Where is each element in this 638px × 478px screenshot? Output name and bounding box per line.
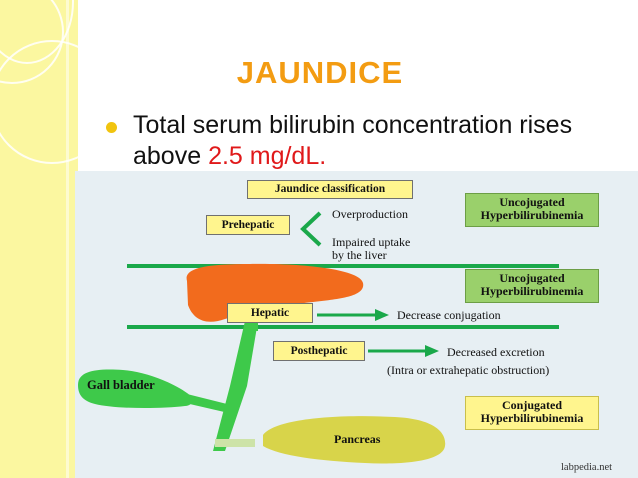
hepatic-arrowhead xyxy=(375,309,389,321)
overproduction-text: Overproduction xyxy=(332,207,408,221)
conjugated-box-line1: Conjugated xyxy=(501,398,562,412)
gall-bladder-shape xyxy=(78,369,193,409)
pancreas-shape xyxy=(263,416,446,464)
unconjugated-box-1-line2: Hyperbilirubinemia xyxy=(480,208,584,222)
obstruction-text: (Intra or extrahepatic obstruction) xyxy=(387,363,550,377)
jaundice-classification-diagram: Jaundice classification Prehepatic Overp… xyxy=(75,171,638,478)
pancreatic-duct xyxy=(215,439,255,447)
gall-bladder-label: Gall bladder xyxy=(87,378,155,392)
prehepatic-label: Prehepatic xyxy=(206,215,290,235)
divider-line-top xyxy=(127,264,559,268)
bullet-icon xyxy=(106,122,117,133)
bilirubin-threshold: 2.5 mg/dL. xyxy=(208,142,327,170)
impaired-uptake-line2: by the liver xyxy=(332,248,387,262)
pancreas-label: Pancreas xyxy=(334,432,381,446)
posthepatic-arrowhead xyxy=(425,345,439,357)
jaundice-classification-label: Jaundice classification xyxy=(247,180,413,199)
unconjugated-box-2-line1: Uncojugated xyxy=(499,271,565,285)
bile-duct-branch xyxy=(250,319,258,331)
decreased-excretion-text: Decreased excretion xyxy=(447,345,545,359)
watermark-text: labpedia.net xyxy=(561,462,613,473)
posthepatic-label: Posthepatic xyxy=(273,341,365,361)
slide-title: JAUNDICE xyxy=(236,55,404,90)
decrease-conjugation-text: Decrease conjugation xyxy=(397,308,501,322)
hepatic-label: Hepatic xyxy=(227,303,313,323)
prehepatic-bracket xyxy=(300,211,322,247)
decorative-sidebar xyxy=(0,0,78,478)
bile-duct xyxy=(213,321,258,451)
impaired-uptake-line1: Impaired uptake xyxy=(332,235,411,249)
unconjugated-box-2-line2: Hyperbilirubinemia xyxy=(480,284,584,298)
conjugated-box-line2: Hyperbilirubinemia xyxy=(480,411,584,425)
cystic-duct xyxy=(181,393,235,414)
bullet-text: Total serum bilirubin concentration rise… xyxy=(133,110,613,172)
divider-line-bottom xyxy=(127,325,559,329)
unconjugated-box-1-line1: Uncojugated xyxy=(499,195,565,209)
bullet-text-main: Total serum bilirubin concentration rise… xyxy=(133,111,573,170)
sidebar-edge-stripe xyxy=(66,0,69,478)
